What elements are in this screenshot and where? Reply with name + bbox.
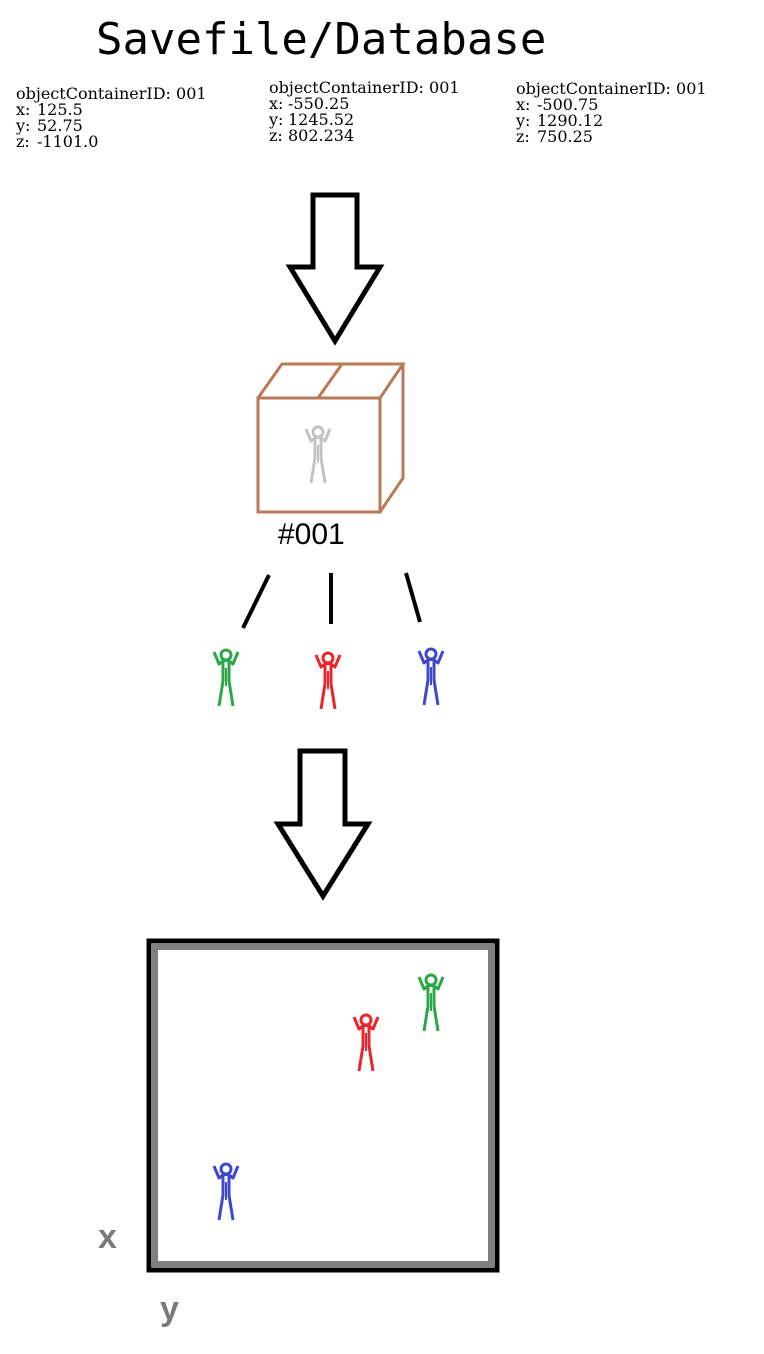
record-3-id: objectContainerID: 001 [516, 79, 707, 98]
axis-x-label: x [98, 1218, 117, 1256]
record-3-z-key: z: [516, 127, 530, 146]
record-3-x: -500.75 [537, 95, 599, 114]
page-title: Savefile/Database [96, 14, 547, 65]
record-2-id: objectContainerID: 001 [269, 78, 460, 97]
record-1-z: -1101.0 [37, 132, 99, 151]
record-2-x-key: x: [269, 94, 284, 113]
record-3: objectContainerID: 001 x: -500.75 y: 1290.… [516, 81, 707, 145]
record-1-z-key: z: [16, 132, 30, 151]
record-1-id: objectContainerID: 001 [16, 84, 207, 103]
record-1-y: 52.75 [37, 116, 83, 135]
down-arrow-icon [273, 748, 373, 901]
world-frame-inner [152, 944, 494, 1267]
record-3-z: 750.25 [537, 127, 593, 146]
connector-left [241, 574, 271, 629]
record-2-z-key: z: [269, 126, 283, 145]
record-2: objectContainerID: 001 x:-550.25 y:1245.… [269, 80, 460, 144]
record-1: objectContainerID: 001 x: 125.5 y: 52.75 z… [16, 86, 207, 150]
container-label: #001 [278, 518, 345, 551]
record-1-x: 125.5 [37, 100, 83, 119]
figure-red [314, 651, 342, 711]
world-frame-outer [146, 938, 500, 1273]
world-figure-green [417, 973, 445, 1033]
down-arrow-icon [285, 192, 385, 346]
box-icon [256, 362, 406, 514]
connector-right [404, 572, 422, 623]
record-2-y-key: y: [269, 110, 284, 129]
figure-green [212, 648, 240, 708]
figure-blue [417, 647, 445, 707]
axis-y-label: y [160, 1290, 179, 1328]
record-3-y-key: y: [516, 111, 531, 130]
record-1-y-key: y: [16, 116, 31, 135]
record-2-z: 802.234 [288, 126, 355, 145]
record-1-x-key: x: [16, 100, 31, 119]
world-figure-blue [212, 1162, 240, 1222]
record-2-x: -550.25 [288, 94, 350, 113]
container-placeholder-figure [304, 425, 332, 485]
record-3-x-key: x: [516, 95, 531, 114]
record-2-y: 1245.52 [288, 110, 355, 129]
record-3-y: 1290.12 [537, 111, 604, 130]
world-figure-red [352, 1013, 380, 1073]
